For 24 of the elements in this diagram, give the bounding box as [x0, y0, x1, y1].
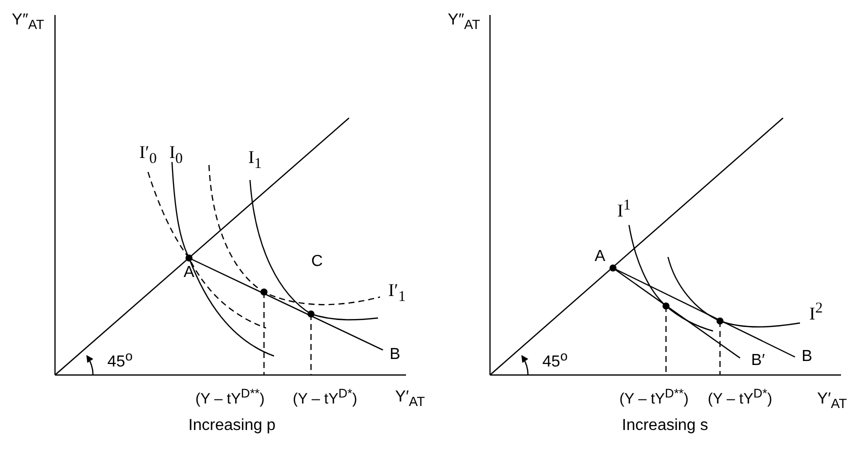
point-label: B [390, 347, 400, 363]
curve-label: I$^{2}$ [809, 302, 823, 322]
panel-caption: Increasing p [188, 418, 276, 434]
curve-label: I$^{1}$ [617, 198, 631, 220]
curve-label: I′$_{0}$ [139, 143, 157, 167]
point-label: B [802, 349, 812, 365]
axis-label: Y′$_{AT}$ [817, 392, 847, 410]
angle-label: 45$^{o}$ [542, 349, 568, 371]
point-label: B′ [751, 353, 765, 369]
axis-label: Y′$_{AT}$ [395, 390, 425, 408]
axis-label: Y″$_{AT}$ [448, 12, 480, 32]
point-label: A [594, 249, 606, 265]
panel-caption: Increasing s [622, 418, 708, 434]
point-label: A [184, 265, 194, 281]
curve-label: I$_{1}$ [248, 148, 262, 172]
tick-label: (Y – tY$^{D*}$) [292, 388, 358, 406]
axis-label: Y″$_{AT}$ [12, 12, 44, 32]
angle-label: 45$^{o}$ [107, 349, 133, 371]
tick-label: (Y – tY$^{D*}$) [708, 388, 772, 406]
tick-label: (Y – tY$^{D**}$) [619, 388, 689, 406]
curve-label: I$_{0}$ [169, 143, 183, 167]
curve-label: I′$_{1}$ [388, 281, 406, 305]
point-label: C [311, 254, 323, 270]
tick-label: (Y – tY$^{D**}$) [195, 388, 265, 406]
